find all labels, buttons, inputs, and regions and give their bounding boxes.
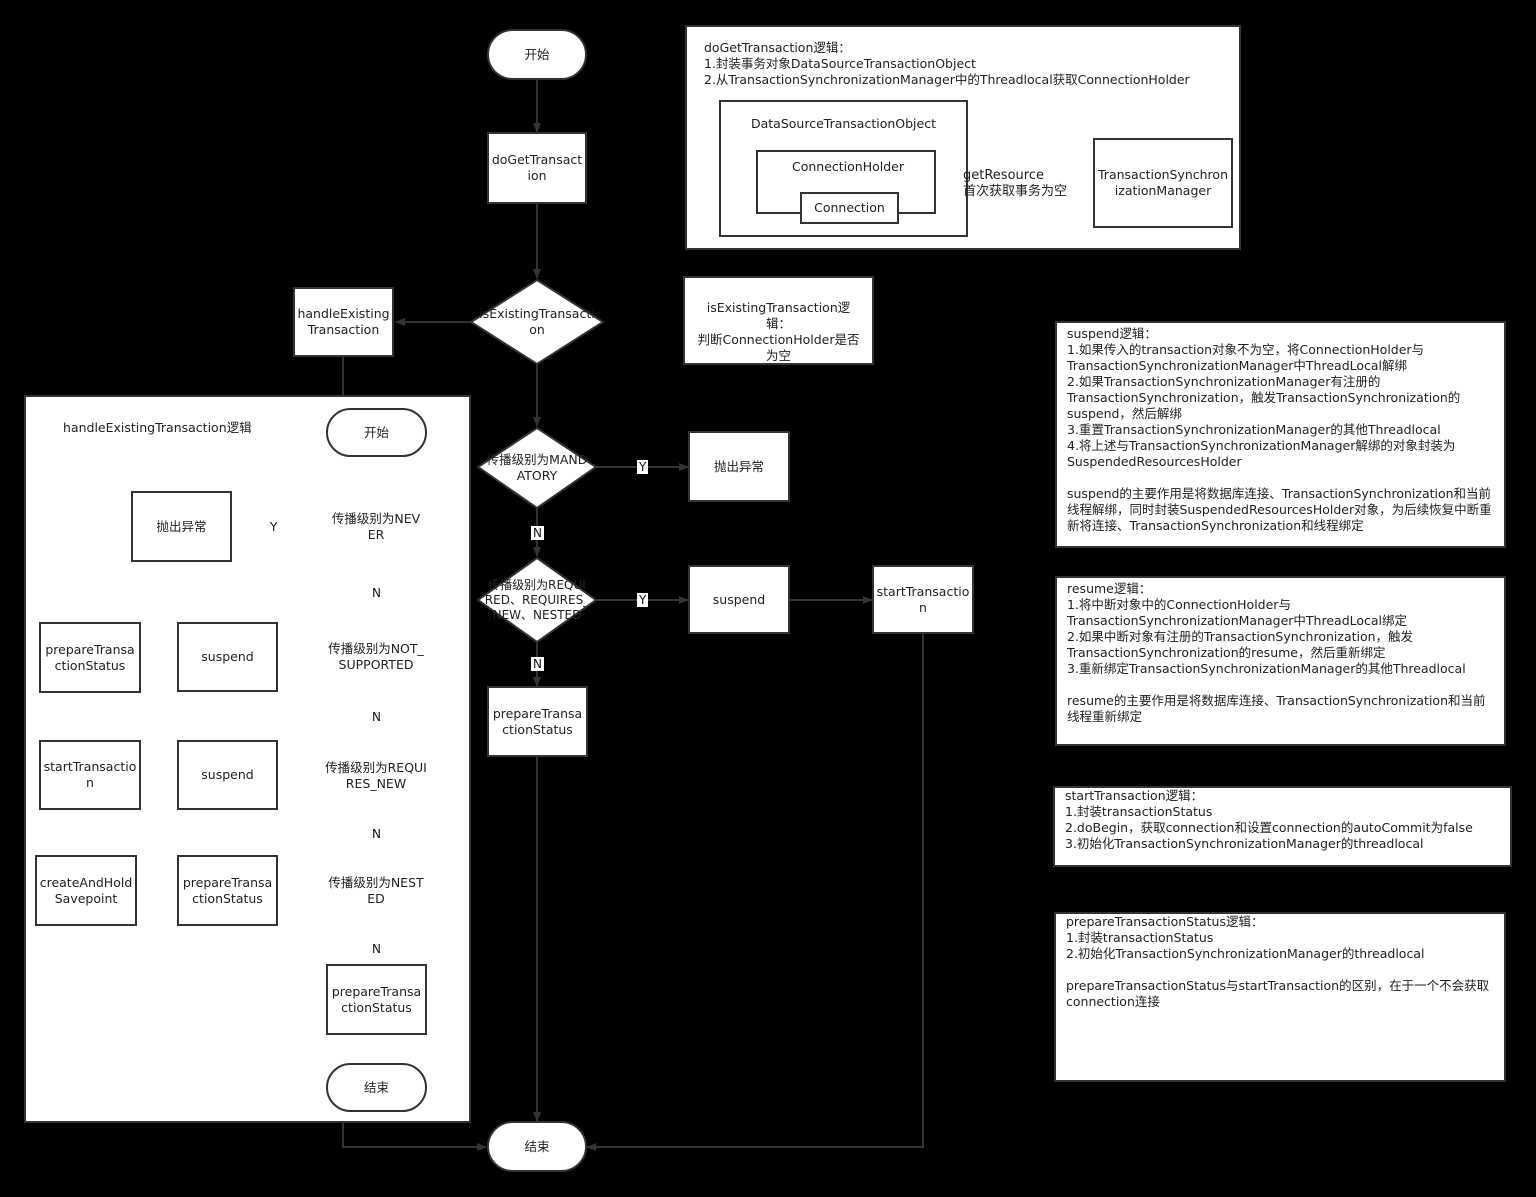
mandatory-decision-label: 传播级别为MANDATORY	[486, 452, 588, 483]
h-requires-new-no-label: N	[370, 827, 383, 841]
h-throw-exception-label: 抛出异常	[156, 518, 207, 534]
h-prepare-step-1: prepareTransactionStatus	[39, 622, 141, 693]
prepare-status-label: prepareTransactionStatus	[492, 705, 583, 737]
do-get-transaction-label: doGetTransaction	[491, 152, 583, 183]
doget-panel-text: doGetTransaction逻辑： 1.封装事务对象DataSourceTr…	[704, 40, 1190, 87]
end-terminal: 结束	[487, 1121, 587, 1172]
datasource-object-title: DataSourceTransactionObject	[751, 116, 936, 131]
edge-panel-to-end	[342, 1122, 487, 1151]
handle-existing-step: handleExistingTransaction	[293, 287, 394, 357]
handle-existing-title: handleExistingTransaction逻辑	[63, 420, 252, 435]
required-no-label: N	[531, 657, 544, 671]
diamond-required	[476, 556, 598, 644]
throw-exception-label: 抛出异常	[713, 458, 764, 474]
h-throw-exception-step: 抛出异常	[131, 491, 232, 562]
h-nested-no-label: N	[370, 942, 383, 956]
do-get-transaction-step: doGetTransaction	[487, 132, 587, 204]
h-start-transaction-label: startTransaction	[43, 759, 137, 790]
suspend-label: suspend	[712, 591, 766, 607]
get-resource-label: getResource	[963, 168, 1044, 183]
h-prepare-step-2: prepareTransactionStatus	[177, 855, 278, 926]
is-existing-note: isExistingTransaction逻辑： 判断ConnectionHol…	[683, 276, 874, 365]
diamond-is-existing	[469, 278, 605, 366]
h-savepoint-label: createAndHoldSavepoint	[39, 874, 133, 906]
edge-start-transaction-to-end	[586, 634, 924, 1151]
start-terminal: 开始	[487, 29, 587, 80]
end-label: 结束	[524, 1138, 550, 1154]
h-prepare-label-1: prepareTransactionStatus	[45, 641, 135, 673]
h-not-supported-no-label: N	[370, 710, 383, 724]
h-suspend-step-2: suspend	[177, 740, 278, 810]
handle-existing-label: handleExistingTransaction	[297, 306, 390, 337]
sync-manager-label: TransactionSynchronizationManager	[1098, 167, 1228, 198]
h-start-transaction-step: startTransaction	[39, 740, 141, 810]
mandatory-no-label: N	[531, 526, 544, 540]
h-prepare-step-3: prepareTransactionStatus	[326, 964, 427, 1035]
is-existing-decision-label: isExistingTransaction	[479, 306, 595, 337]
suspend-note: suspend逻辑： 1.如果传入的transaction对象不为空，将Conn…	[1055, 321, 1506, 548]
h-never-label: 传播级别为NEVER	[331, 511, 421, 542]
h-prepare-label-2: prepareTransactionStatus	[182, 874, 273, 906]
h-end-terminal: 结束	[326, 1063, 427, 1112]
start-label: 开始	[524, 46, 550, 62]
h-not-supported-label: 传播级别为NOT_SUPPORTED	[328, 641, 424, 672]
required-yes-label: Y	[637, 593, 649, 607]
h-never-no-label: N	[370, 586, 383, 600]
h-start-terminal: 开始	[326, 408, 427, 457]
resume-note: resume逻辑： 1.将中断对象中的ConnectionHolder与Tran…	[1055, 576, 1506, 746]
h-start-label: 开始	[363, 424, 389, 440]
mandatory-yes-label: Y	[637, 460, 649, 474]
first-empty-label: 首次获取事务为空	[963, 184, 1068, 199]
start-transaction-label: startTransaction	[876, 583, 970, 615]
h-suspend-label-1: suspend	[201, 649, 254, 664]
h-end-label: 结束	[363, 1079, 389, 1095]
h-savepoint-step: createAndHoldSavepoint	[35, 855, 137, 926]
diamond-mandatory	[476, 426, 598, 510]
suspend-step: suspend	[688, 565, 790, 634]
throw-exception-step: 抛出异常	[688, 431, 790, 502]
prepare-status-step: prepareTransactionStatus	[487, 686, 588, 757]
h-prepare-label-3: prepareTransactionStatus	[331, 983, 422, 1015]
h-suspend-label-2: suspend	[201, 767, 254, 782]
h-suspend-step-1: suspend	[177, 622, 278, 692]
connection-box: Connection	[800, 192, 899, 224]
prepare-status-note: prepareTransactionStatus逻辑： 1.封装transact…	[1054, 912, 1506, 1082]
h-requires-new-label: 传播级别为REQUIRES_NEW	[325, 760, 427, 791]
h-nested-label: 传播级别为NESTED	[328, 875, 424, 906]
connection-holder-label: ConnectionHolder	[792, 159, 905, 174]
start-transaction-note: startTransaction逻辑： 1.封装transactionStatu…	[1053, 786, 1512, 867]
sync-manager-box: TransactionSynchronizationManager	[1093, 138, 1233, 228]
connection-label: Connection	[814, 200, 885, 215]
start-transaction-step: startTransaction	[872, 565, 974, 634]
required-decision-label: 传播级别为REQUIRED、REQUIRES_NEW、NESTED	[484, 577, 590, 622]
h-never-yes-label: Y	[268, 520, 280, 534]
